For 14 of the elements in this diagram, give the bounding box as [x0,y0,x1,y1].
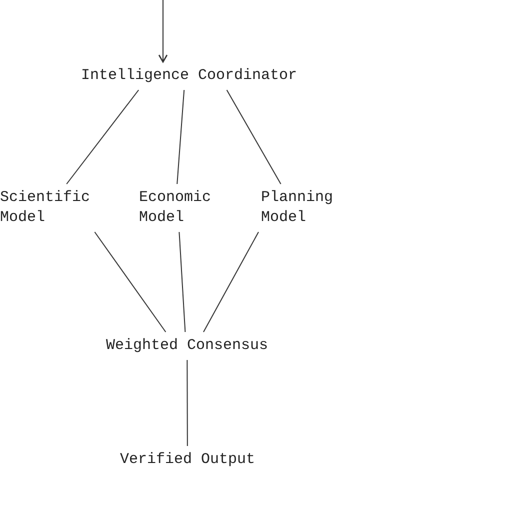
connector-line [178,232,186,332]
connector-line [226,90,282,184]
node-label: Planning Model [261,188,334,228]
node-label: Weighted Consensus [104,336,270,356]
connector-line [203,232,259,332]
node-label: Verified Output [118,450,256,470]
connector-line [186,360,188,446]
node-label: Intelligence Coordinator [80,66,298,86]
connector-line [94,232,166,332]
connector-line [176,90,185,184]
arrow [158,0,168,63]
connector-line [66,90,140,184]
node-label: Scientific Model [0,188,92,228]
node-label: Economic Model [139,188,212,228]
